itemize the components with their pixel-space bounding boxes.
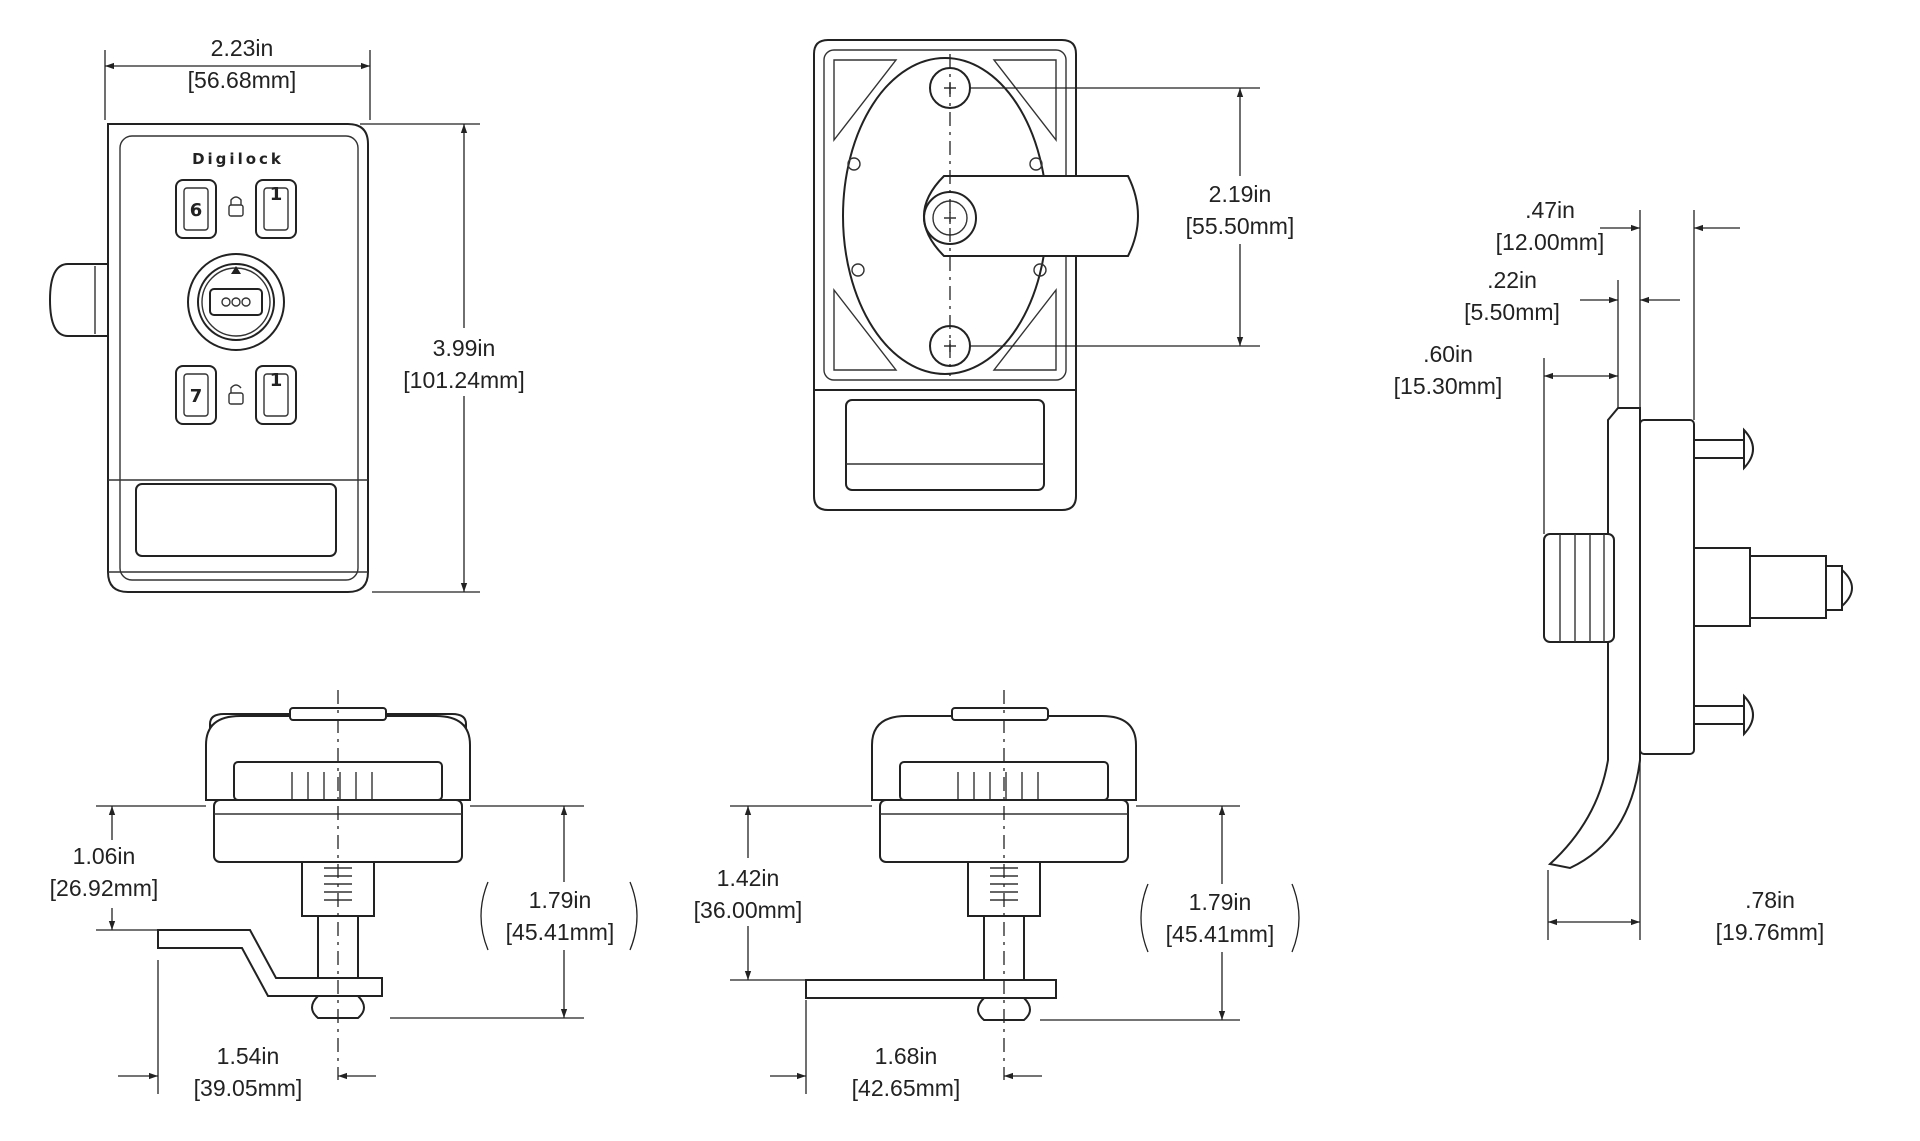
left-total-inch: 1.79in: [529, 887, 592, 913]
side-mid-inch: .22in: [1487, 267, 1537, 293]
lock-closed-icon: [228, 196, 244, 217]
keypad-upper-right-digit: 1: [270, 184, 283, 205]
right-cam-length-inch: 1.68in: [875, 1043, 938, 1069]
side-top-inch: .47in: [1525, 197, 1575, 223]
bottom-left-view: 1.06in [26.92mm] 1.79in [45.41mm] 1.54in…: [30, 690, 640, 1101]
keypad-lower-right-digit: 1: [270, 370, 283, 391]
front-side-knob: [48, 263, 108, 337]
right-cam-length-mm: [42.65mm]: [852, 1075, 961, 1101]
side-plate: [1547, 407, 1641, 870]
left-total-mm: [45.41mm]: [506, 919, 615, 945]
right-total-mm: [45.41mm]: [1166, 921, 1275, 947]
center-dial: [187, 253, 285, 351]
front-label-window: [135, 483, 337, 557]
side-knob-mm: [15.30mm]: [1394, 373, 1503, 399]
right-cam-offset-inch: 1.42in: [717, 865, 780, 891]
side-view: .47in [12.00mm] .22in [5.50mm] .60in [15…: [1394, 197, 1853, 945]
right-total-inch: 1.79in: [1189, 889, 1252, 915]
rear-spacing-mm: [55.50mm]: [1186, 213, 1295, 239]
front-view: Digilock 6 1: [48, 35, 538, 593]
left-cam-length-mm: [39.05mm]: [194, 1075, 303, 1101]
keypad-lower-left-digit: 7: [190, 386, 203, 407]
rear-label-window: [845, 399, 1045, 491]
front-width-mm: [56.68mm]: [188, 67, 297, 93]
front-height-inch: 3.99in: [433, 335, 496, 361]
side-knob: [1543, 533, 1615, 643]
rear-view: 2.19in [55.50mm]: [813, 39, 1318, 511]
bottom-right-cam: [805, 979, 1057, 999]
side-bottom-mm: [19.76mm]: [1716, 919, 1825, 945]
side-mid-mm: [5.50mm]: [1464, 299, 1560, 325]
front-width-inch: 2.23in: [211, 35, 274, 61]
bottom-right-view: 1.42in [36.00mm] 1.79in [45.41mm] 1.68in…: [676, 690, 1300, 1101]
left-cam-offset-mm: [26.92mm]: [50, 875, 159, 901]
rear-spacing-inch: 2.19in: [1209, 181, 1272, 207]
keypad-upper-left-digit: 6: [190, 200, 203, 221]
left-cam-offset-inch: 1.06in: [73, 843, 136, 869]
rear-cam-arm: [923, 175, 1139, 257]
keypad-upper: 6 1: [175, 179, 297, 239]
front-body: [107, 123, 369, 593]
front-height-mm: [101.24mm]: [403, 367, 524, 393]
side-top-mm: [12.00mm]: [1496, 229, 1605, 255]
brand-logo: Digilock: [192, 150, 284, 168]
left-cam-length-inch: 1.54in: [217, 1043, 280, 1069]
keypad-lower: 7 1: [175, 365, 297, 425]
side-knob-inch: .60in: [1423, 341, 1473, 367]
right-cam-offset-mm: [36.00mm]: [694, 897, 803, 923]
lock-open-icon: [228, 384, 244, 405]
triangle-indicator-icon: [231, 266, 241, 274]
side-bottom-inch: .78in: [1745, 887, 1795, 913]
bottom-left-cam: [157, 929, 383, 997]
